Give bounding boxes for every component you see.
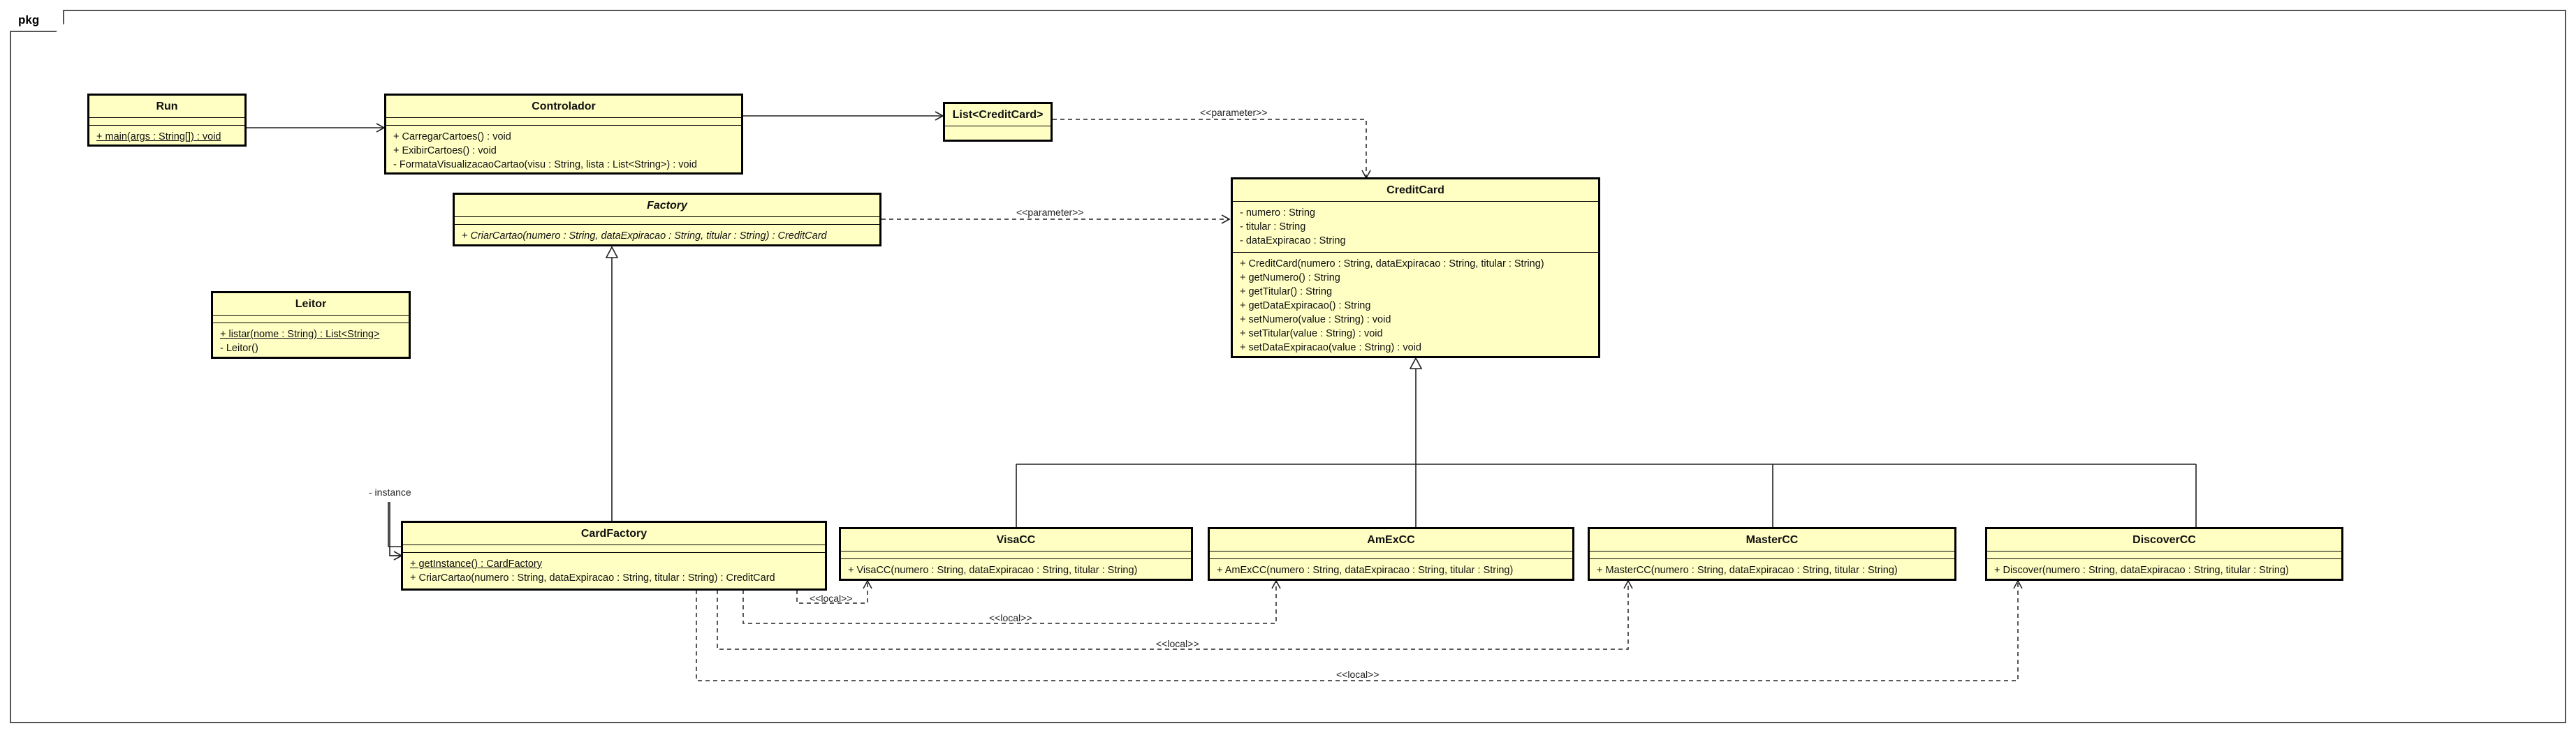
dep-local-visacc[interactable] (796, 579, 872, 604)
class-name: Run (156, 101, 178, 112)
attributes-compartment (89, 117, 244, 125)
operation-carregar-cartoes: + CarregarCartoes() : void (393, 131, 511, 142)
operation-formata-visualizacao: - FormataVisualizacaoCartao(visu : Strin… (393, 159, 697, 170)
operations-compartment: + Discover(numero : String, dataExpiraca… (1987, 558, 2341, 582)
attributes-compartment (1210, 551, 1572, 558)
label-instance: - instance (369, 487, 411, 498)
label-parameter-factory: <<parameter>> (1016, 207, 1084, 218)
attributes-compartment (386, 117, 741, 125)
attributes-compartment: - numero : String - titular : String - d… (1233, 201, 1598, 252)
operation-exibir-cartoes: + ExibirCartoes() : void (393, 145, 497, 156)
label-local-discovercc: <<local>> (1336, 669, 1380, 680)
operation-set-data-expiracao: + setDataExpiracao(value : String) : voi… (1240, 342, 1421, 353)
operations-compartment: + CarregarCartoes() : void + ExibirCarto… (386, 125, 741, 176)
operation-get-numero: + getNumero() : String (1240, 272, 1340, 283)
attributes-compartment (455, 216, 879, 224)
operation-constructor: + MasterCC(numero : String, dataExpiraca… (1597, 565, 1898, 576)
dep-local-mastercc[interactable] (717, 579, 1633, 650)
class-name: CreditCard (1386, 184, 1444, 196)
class-factory[interactable]: Factory + CriarCartao(numero : String, d… (453, 193, 881, 246)
class-name: VisaCC (996, 534, 1036, 546)
operation-listar: + listar(nome : String) : List<String> (220, 329, 380, 340)
class-mastercc[interactable]: MasterCC + MasterCC(numero : String, dat… (1588, 527, 1956, 581)
class-controlador[interactable]: Controlador + CarregarCartoes() : void +… (384, 94, 743, 175)
class-discovercc[interactable]: DiscoverCC + Discover(numero : String, d… (1985, 527, 2343, 581)
class-list-creditcard[interactable]: List<CreditCard> (943, 102, 1053, 142)
operation-leitor-constructor: - Leitor() (220, 343, 258, 354)
attributes-compartment (213, 315, 409, 323)
class-name: MasterCC (1746, 534, 1799, 546)
attribute-titular: - titular : String (1240, 221, 1306, 232)
label-local-mastercc: <<local>> (1156, 638, 1199, 649)
dep-list-creditcard[interactable] (1053, 119, 1371, 179)
operation-criar-cartao: + CriarCartao(numero : String, dataExpir… (462, 230, 827, 242)
operation-set-numero: + setNumero(value : String) : void (1240, 314, 1391, 325)
operations-compartment: + AmExCC(numero : String, dataExpiracao … (1210, 558, 1572, 582)
operations-compartment: + MasterCC(numero : String, dataExpiraca… (1590, 558, 1954, 582)
operations-compartment: + getInstance() : CardFactory + CriarCar… (403, 552, 825, 589)
class-name: CardFactory (580, 528, 647, 540)
class-cardfactory[interactable]: CardFactory + getInstance() : CardFactor… (401, 521, 827, 591)
label-parameter-list: <<parameter>> (1200, 107, 1268, 118)
label-local-visacc: <<local>> (810, 593, 853, 604)
operation-criar-cartao: + CriarCartao(numero : String, dataExpir… (410, 572, 775, 584)
class-visacc[interactable]: VisaCC + VisaCC(numero : String, dataExp… (839, 527, 1193, 581)
operation-get-instance: + getInstance() : CardFactory (410, 558, 542, 570)
attributes-compartment (1590, 551, 1954, 558)
class-creditcard[interactable]: CreditCard - numero : String - titular :… (1231, 177, 1600, 358)
class-run[interactable]: Run + main(args : String[]) : void (87, 94, 247, 147)
operations-compartment: + CriarCartao(numero : String, dataExpir… (455, 224, 879, 247)
operations-compartment: + main(args : String[]) : void (89, 125, 244, 148)
operation-constructor: + VisaCC(numero : String, dataExpiracao … (848, 565, 1138, 576)
operation-constructor: + AmExCC(numero : String, dataExpiracao … (1217, 565, 1514, 576)
operation-constructor: + Discover(numero : String, dataExpiraca… (1994, 565, 2289, 576)
operation-constructor: + CreditCard(numero : String, dataExpira… (1240, 258, 1544, 269)
attributes-compartment (1987, 551, 2341, 558)
dep-local-amexcc[interactable] (742, 579, 1281, 624)
class-name: AmExCC (1367, 534, 1415, 546)
operation-get-titular: + getTitular() : String (1240, 286, 1333, 297)
operations-compartment: + VisaCC(numero : String, dataExpiracao … (841, 558, 1191, 582)
operations-compartment: + listar(nome : String) : List<String> -… (213, 323, 409, 360)
operation-get-data-expiracao: + getDataExpiracao() : String (1240, 300, 1371, 311)
package-tab: pkg (10, 10, 64, 32)
class-name: List<CreditCard> (952, 109, 1044, 121)
class-amexcc[interactable]: AmExCC + AmExCC(numero : String, dataExp… (1208, 527, 1574, 581)
operations-compartment: + CreditCard(numero : String, dataExpira… (1233, 252, 1598, 359)
class-name: Factory (647, 200, 687, 212)
attributes-compartment (945, 126, 1051, 133)
operation-set-titular: + setTitular(value : String) : void (1240, 328, 1383, 339)
operation-main: + main(args : String[]) : void (96, 131, 221, 142)
attribute-numero: - numero : String (1240, 207, 1315, 219)
attributes-compartment (403, 545, 825, 552)
class-name: DiscoverCC (2132, 534, 2196, 546)
assoc-cardfactory-self[interactable] (388, 502, 401, 556)
class-leitor[interactable]: Leitor + listar(nome : String) : List<St… (211, 291, 411, 359)
class-name: Leitor (295, 298, 327, 310)
package-frame (10, 10, 2566, 723)
dep-local-discovercc[interactable] (696, 579, 2023, 681)
attribute-data-expiracao: - dataExpiracao : String (1240, 235, 1346, 246)
class-name: Controlador (532, 101, 596, 112)
label-local-amexcc: <<local>> (989, 612, 1032, 623)
attributes-compartment (841, 551, 1191, 558)
